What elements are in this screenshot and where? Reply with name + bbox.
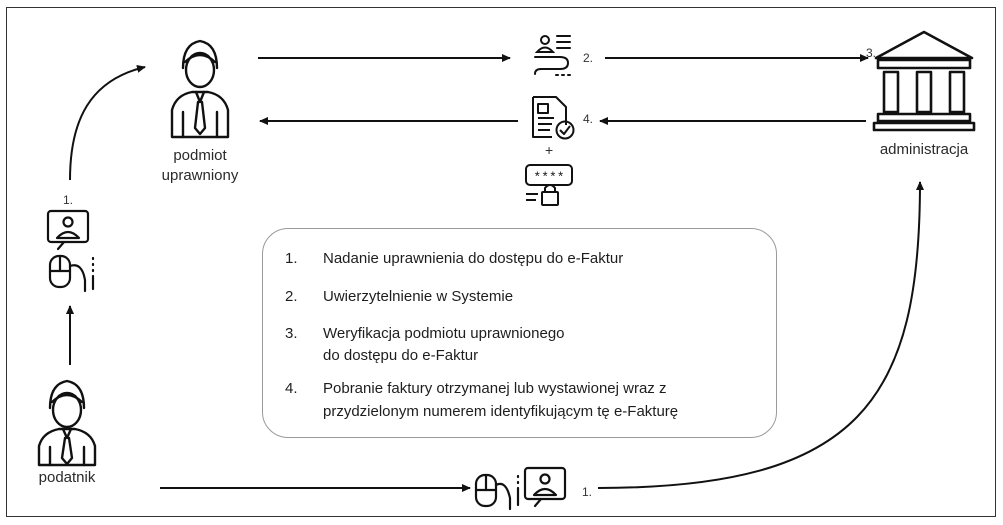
legend-item-text: Weryfikacja podmiotu uprawnionego — [323, 325, 565, 342]
document-verified-icon — [532, 96, 575, 140]
legend-item-number: 1. — [285, 250, 298, 267]
legend-item-text: Nadanie uprawnienia do dostępu do e-Fakt… — [323, 250, 624, 267]
authentication-icon — [534, 35, 571, 76]
legend-box: 1. Nadanie uprawnienia do dostępu do e-F… — [262, 228, 777, 438]
step-1-left: 1. — [63, 193, 74, 207]
step-3: 3. — [866, 46, 877, 60]
administration-building-icon — [872, 30, 976, 132]
user-screen-mouse-icon-left — [46, 209, 95, 293]
user-screen-mouse-icon-bottom — [474, 466, 567, 511]
label-authorized-line2: uprawniony — [161, 167, 239, 184]
plus-sign: + — [545, 142, 554, 158]
svg-text:****: **** — [533, 170, 564, 185]
label-administration: administracja — [879, 141, 969, 158]
step-1-bottom: 1. — [582, 485, 593, 499]
legend-item-text: Pobranie faktury otrzymanej lub wystawio… — [323, 380, 667, 397]
password-lock-icon: **** — [525, 164, 573, 206]
legend-item-text: przydzielonym numerem identyfikującym tę… — [323, 403, 679, 420]
person-authorized-icon — [170, 39, 230, 139]
legend-item-text: do dostępu do e-Faktur — [323, 347, 479, 364]
diagram-frame — [6, 7, 996, 517]
label-taxpayer: podatnik — [38, 469, 96, 486]
legend-item-number: 2. — [285, 288, 298, 305]
arrow-curve-to-authorized — [69, 64, 146, 181]
legend-item-number: 3. — [285, 325, 298, 342]
legend-item-number: 4. — [285, 380, 298, 397]
label-authorized: podmiot uprawniony — [150, 146, 250, 186]
arrow-curve-to-admin — [597, 181, 924, 489]
label-authorized-line1: podmiot — [173, 147, 227, 164]
legend-item-text: Uwierzytelnienie w Systemie — [323, 288, 514, 305]
step-4: 4. — [583, 112, 594, 126]
step-2: 2. — [583, 51, 594, 65]
person-taxpayer-icon — [37, 379, 97, 467]
